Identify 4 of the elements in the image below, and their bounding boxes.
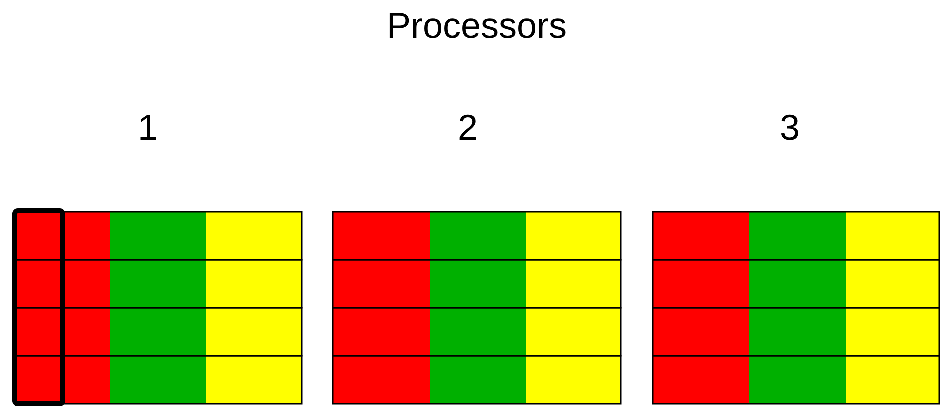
diagram-title: Processors (386, 6, 568, 46)
processor-number: 1 (138, 108, 158, 148)
processor-number: 2 (458, 108, 478, 148)
processor-number: 3 (780, 108, 800, 148)
